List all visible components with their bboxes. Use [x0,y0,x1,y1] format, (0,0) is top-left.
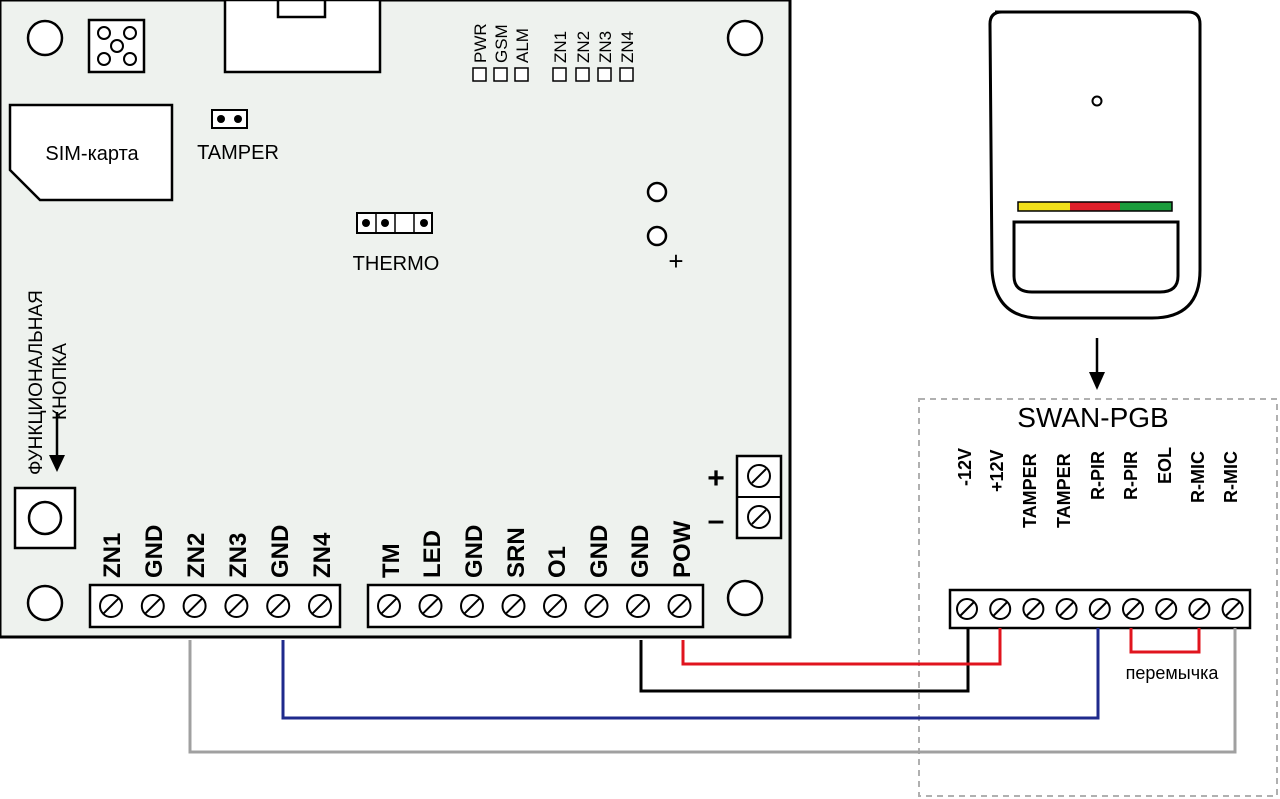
screw-terminal-zn2 [182,594,207,618]
module-title: SWAN-PGB [1017,402,1168,433]
antenna-connector [87,18,146,74]
screw-terminal-zn4 [308,594,332,618]
module-terminal-label-eol: EOL [1155,447,1175,484]
mounting-hole-top-right [726,19,764,57]
screw-terminal--12v [989,598,1012,620]
sim-card-label: SIM-карта [45,143,139,165]
sim-card-slot [8,103,174,202]
screw-terminal-r-mic [1221,598,1244,620]
terminal-label-gnd-2: GND [267,525,294,578]
tamper-label: TAMPER [197,142,279,164]
thermo-label: THERMO [353,253,440,275]
module-terminal-label-plus12v: +12V [987,449,1007,492]
screw-terminal-gnd [584,594,609,618]
terminal-label-zn1: ZN1 [99,533,126,578]
motion-detector [988,10,1202,320]
screw-terminal-pow [667,594,692,618]
screw-terminal-r-mic [1188,598,1211,620]
mounting-hole-bottom-right [726,579,764,617]
power-plus-label: + [707,462,725,495]
mounting-hole-bottom-left [26,584,64,622]
screw-terminal-eol [1155,598,1178,620]
screw-terminal-led [418,594,443,618]
screw-terminal-gnd [140,594,165,618]
mounting-hole-top-left [26,19,64,57]
led-pad-lower [646,225,668,247]
jumper-wire [1129,628,1201,654]
screw-terminal-r-pir [1122,598,1144,620]
module-terminal-label-r-pir-2: R-PIR [1121,451,1141,500]
led-label-pwr: PWR [471,23,490,63]
screw-terminal-tm [377,594,401,618]
wire-gnd-to-r-pir [281,628,1100,720]
arrow-down-icon [49,412,65,472]
screw-terminal-r-pir [1088,598,1111,620]
led-label-zn3: ZN3 [596,31,615,63]
wire-gnd-to-minus12v [639,628,970,693]
module-terminal-label-r-mic-2: R-MIC [1221,451,1241,503]
led-indicators [472,67,634,82]
led-label-zn2: ZN2 [574,31,593,63]
jumper-label: перемычка [1126,663,1220,683]
screw-terminal-gnd [460,594,484,618]
power-minus-label: – [708,504,725,537]
terminal-label-led: LED [419,530,446,578]
led-pad-upper [646,181,668,203]
screw-terminal-gnd [626,594,650,618]
terminal-label-tm: TM [378,543,405,578]
module-terminal-label-tamper-1: TAMPER [1020,453,1040,528]
terminal-label-srn: SRN [503,527,530,578]
module-terminal-label-minus12v: -12V [955,448,975,486]
led-label-alm: ALM [513,28,532,63]
screw-terminal-zn3 [224,594,249,618]
function-button-label-line1: ФУНКЦИОНАЛЬНАЯ [26,290,47,475]
terminal-label-gnd-5: GND [627,525,654,578]
terminal-block-2 [366,583,705,629]
screw-terminal-o1 [543,594,567,618]
led-label-zn4: ZN4 [618,31,637,63]
led-label-zn1: ZN1 [551,31,570,63]
top-connector [223,0,382,74]
screw-terminal--12v [956,598,978,620]
tamper-jumper [211,109,248,129]
terminal-label-o1: O1 [544,546,571,578]
module-terminal-label-r-pir-1: R-PIR [1088,451,1108,500]
terminal-label-gnd-1: GND [141,525,168,578]
terminal-label-zn3: ZN3 [225,533,252,578]
terminal-label-pow: POW [669,520,696,578]
function-button[interactable] [13,486,77,550]
screw-terminal-srn [501,594,526,618]
screw-terminal-tamper [1022,598,1045,620]
screw-terminal-gnd [266,594,291,618]
screw-terminal-tamper [1055,598,1078,620]
thermo-connector [356,212,433,234]
module-terminal-label-r-mic-1: R-MIC [1188,451,1208,503]
terminal-label-gnd-3: GND [461,525,488,578]
swan-pgb-module-outline [918,398,1278,797]
led-label-gsm: GSM [492,24,511,63]
terminal-block-1 [88,583,342,629]
wire-zn2-to-r-mic [188,628,1237,754]
module-terminal-label-tamper-2: TAMPER [1054,453,1074,528]
screw-terminal-zn1 [99,594,123,618]
terminal-label-zn2: ZN2 [183,533,210,578]
polarity-plus-mark: + [668,246,683,276]
wire-pow-to-plus12v [681,628,1002,666]
power-terminal [735,454,783,540]
module-terminal-block [948,588,1252,630]
terminal-label-gnd-4: GND [586,525,613,578]
arrow-down-icon [1089,338,1105,390]
function-button-label-line2: КНОПКА [50,343,71,420]
terminal-label-zn4: ZN4 [309,532,336,578]
